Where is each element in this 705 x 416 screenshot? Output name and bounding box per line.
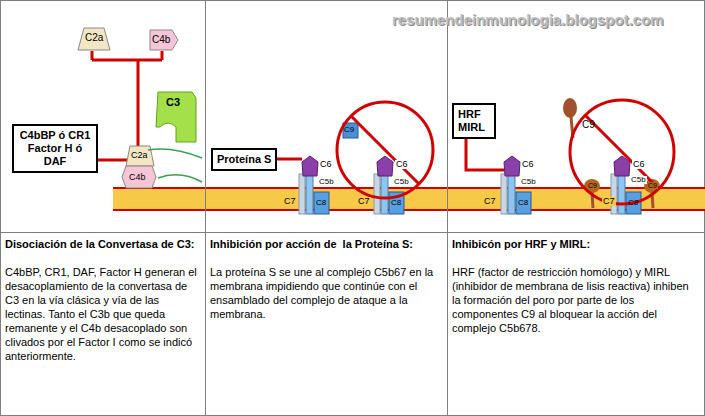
molecule-label: C2a <box>131 151 148 160</box>
molecule-label: C8 <box>316 199 326 207</box>
molecule-label: C4b <box>129 173 146 182</box>
box-label: HRF MIRL <box>458 108 490 134</box>
watermark: resumendeinmunologia.blogspot.com <box>392 12 664 27</box>
molecule-label: C6 <box>395 160 409 169</box>
molecule-label: C5b <box>318 178 335 186</box>
molecule-label: C7 <box>484 197 496 206</box>
molecule-label: C9 <box>647 182 658 189</box>
c3-molecule <box>156 92 196 142</box>
box-label: Proteína S <box>217 153 271 166</box>
molecule-label: C9 <box>344 126 354 134</box>
c2a-fragment <box>78 28 110 50</box>
molecule-label: C2a <box>85 33 103 43</box>
molecule-label: C4b <box>152 35 170 45</box>
table-cell: Inhibicón por HRF y MIRL: HRF (factor de … <box>452 237 700 335</box>
molecule-label: C8 <box>628 199 638 207</box>
inhibitor-box: C4bBP ó CR1 Factor H ó DAF <box>12 124 98 173</box>
green-strand <box>158 175 202 182</box>
molecule-label: C6 <box>320 160 332 169</box>
c9-blocked <box>343 123 358 138</box>
cell-heading: Inhibicón por HRF y MIRL: <box>452 237 700 251</box>
cell-heading: Disociación de la Convertasa de C3: <box>5 237 201 251</box>
inhibitor-box: HRF MIRL <box>452 103 496 139</box>
c9-head <box>563 98 577 118</box>
c4b-bound <box>122 166 156 188</box>
inhibitor-box: Proteína S <box>211 148 277 171</box>
molecule-label: C6 <box>632 160 646 169</box>
prohibition-signs <box>337 100 674 204</box>
green-strand <box>148 149 202 158</box>
molecule-label: C6 <box>522 160 534 169</box>
cell-body: C4bBP, CR1, DAF, Factor H generan el des… <box>5 265 201 363</box>
c4b-fragment <box>150 30 178 50</box>
molecule-label: C7 <box>602 197 616 206</box>
molecule-label: C9 <box>582 120 595 130</box>
molecule-label: C5b <box>393 178 410 186</box>
table-cell: Disociación de la Convertasa de C3: C4bBP… <box>5 237 201 363</box>
molecule-label: C5b <box>520 178 537 186</box>
cell-heading: Inhibición por acción de la Proteína S: <box>210 237 443 251</box>
molecule-label: C9 <box>587 182 598 189</box>
molecule-label: C5b <box>630 176 647 184</box>
column-divider <box>447 0 448 416</box>
cell-body: HRF (factor de restricción homólogo) y M… <box>452 265 700 335</box>
box-label: C4bBP ó CR1 Factor H ó DAF <box>18 129 92 168</box>
molecule-label: C7 <box>284 197 296 206</box>
cell-body: La proteína S se une al complejo C5b67 e… <box>210 265 443 321</box>
molecule-label: C7 <box>357 197 371 206</box>
table-cell: Inhibición por acción de la Proteína S: L… <box>210 237 443 321</box>
molecule-label: C8 <box>391 199 401 207</box>
column-divider <box>205 0 206 416</box>
molecule-label: C3 <box>166 97 180 108</box>
molecule-label: C8 <box>518 199 528 207</box>
row-divider <box>0 232 705 233</box>
